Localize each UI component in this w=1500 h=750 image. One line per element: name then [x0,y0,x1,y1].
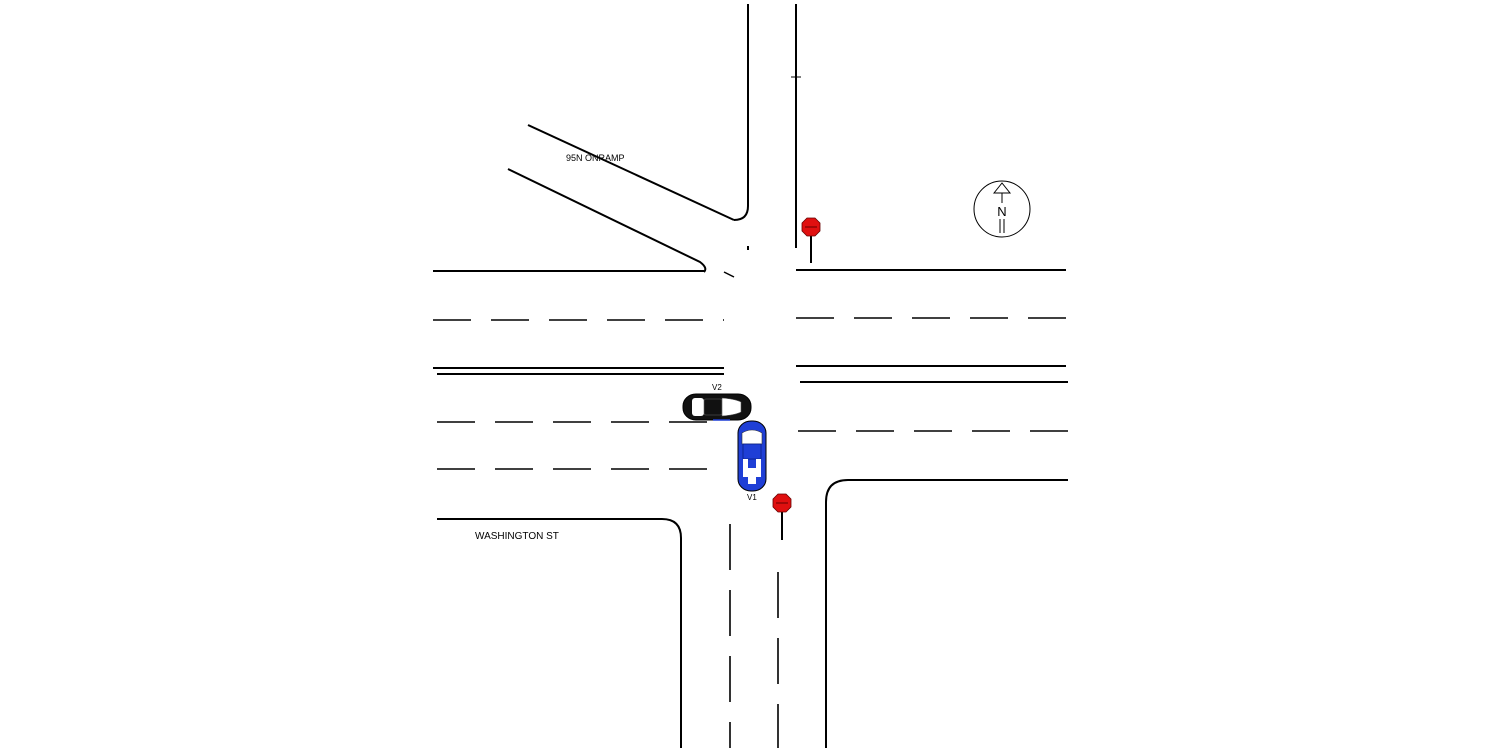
vehicle-v1: V1 [737,420,767,502]
vehicle-v1-label: V1 [747,493,757,502]
street-label: WASHINGTON ST [475,531,559,542]
vehicle-v2: V2 [682,383,752,421]
onramp-label: 95N ONRAMP [566,153,625,163]
west-road-lower [437,373,724,748]
north-road [733,4,801,250]
north-arrow-icon: N [973,180,1031,238]
stop-sign-north [801,217,821,263]
vehicle-v2-label: V2 [712,383,722,392]
south-road [729,524,779,748]
east-road-upper [796,269,1066,367]
onramp-road [507,124,735,278]
north-label: N [997,204,1006,219]
west-road-upper [433,270,724,369]
stop-sign-south [772,493,792,540]
east-road-lower [798,381,1068,748]
